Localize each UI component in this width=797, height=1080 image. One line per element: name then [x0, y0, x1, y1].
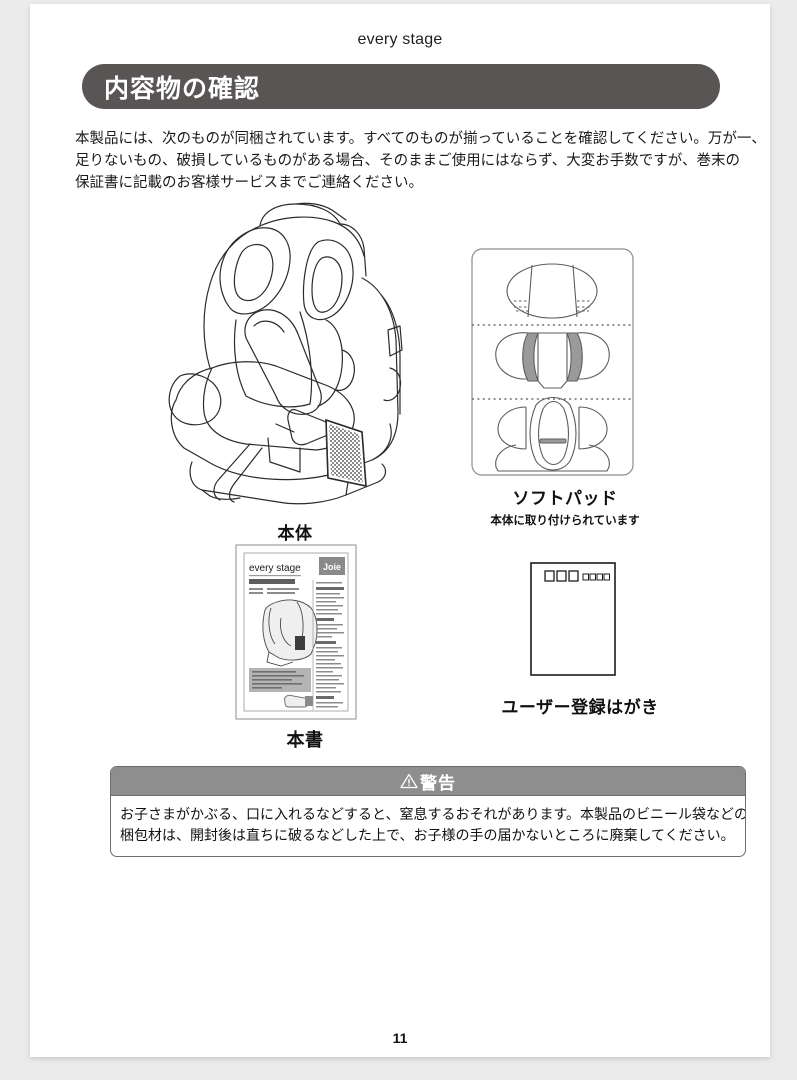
item-soft-pad-subcaption: 本体に取り付けられています	[490, 515, 640, 527]
item-soft-pad: ソフトパッド 本体に取り付けられています	[470, 247, 660, 528]
user-registration-postcard-illustration	[530, 562, 616, 676]
instruction-manual-illustration: Joie every stage	[235, 544, 357, 720]
warning-body: お子さまがかぶる、口に入れるなどすると、窒息するおそれがあります。本製品のビニー…	[111, 796, 745, 856]
warning-header: 警告	[111, 767, 745, 796]
booklet-logo-text: Joie	[323, 562, 341, 572]
warning-header-text: 警告	[400, 769, 456, 794]
car-seat-illustration	[168, 202, 403, 505]
warning-triangle-icon	[400, 773, 418, 789]
page-number: 11	[392, 1030, 408, 1046]
mesh-vent-pattern	[329, 424, 363, 483]
item-soft-pad-caption: ソフトパッド	[512, 489, 618, 508]
document-page: every stage 内容物の確認 本製品には、次のものが同梱されています。す…	[30, 4, 770, 1057]
item-seat-caption: 本体	[277, 524, 313, 543]
warning-header-label: 警告	[420, 773, 456, 793]
intro-line-3: 保証書に記載のお客様サービスまでご連絡ください。	[75, 175, 423, 191]
seat-pad-slot	[539, 438, 567, 444]
intro-line-1: 本製品には、次のものが同梱されています。すべてのものが揃っていることを確認してく…	[75, 131, 766, 147]
warning-line-2: 梱包材は、開封後は直ちに破るなどした上で、お子様の手の届かないところに廃棄してく…	[120, 827, 735, 843]
item-postcard: ユーザー登録はがき	[460, 559, 700, 718]
item-booklet: Joie every stage	[235, 544, 375, 752]
item-seat: 本体	[150, 200, 440, 544]
intro-line-2: 足りないもの、破損しているものがある場合、そのままご使用にはならず、大変お手数で…	[75, 153, 740, 169]
page-title: 内容物の確認	[104, 74, 261, 103]
item-booklet-caption: 本書	[286, 730, 324, 750]
warning-line-1: お子さまがかぶる、口に入れるなどすると、窒息するおそれがあります。本製品のビニー…	[120, 806, 746, 822]
warning-box: 警告 お子さまがかぶる、口に入れるなどすると、窒息するおそれがあります。本製品の…	[110, 766, 746, 857]
section-title-bar: 内容物の確認	[82, 64, 720, 109]
item-postcard-caption: ユーザー登録はがき	[501, 698, 659, 717]
intro-paragraph: 本製品には、次のものが同梱されています。すべてのものが揃っていることを確認してく…	[75, 128, 766, 194]
brand-header: every stage	[357, 31, 443, 48]
soft-pad-illustration	[471, 248, 634, 476]
booklet-brand-text: every stage	[249, 563, 301, 574]
